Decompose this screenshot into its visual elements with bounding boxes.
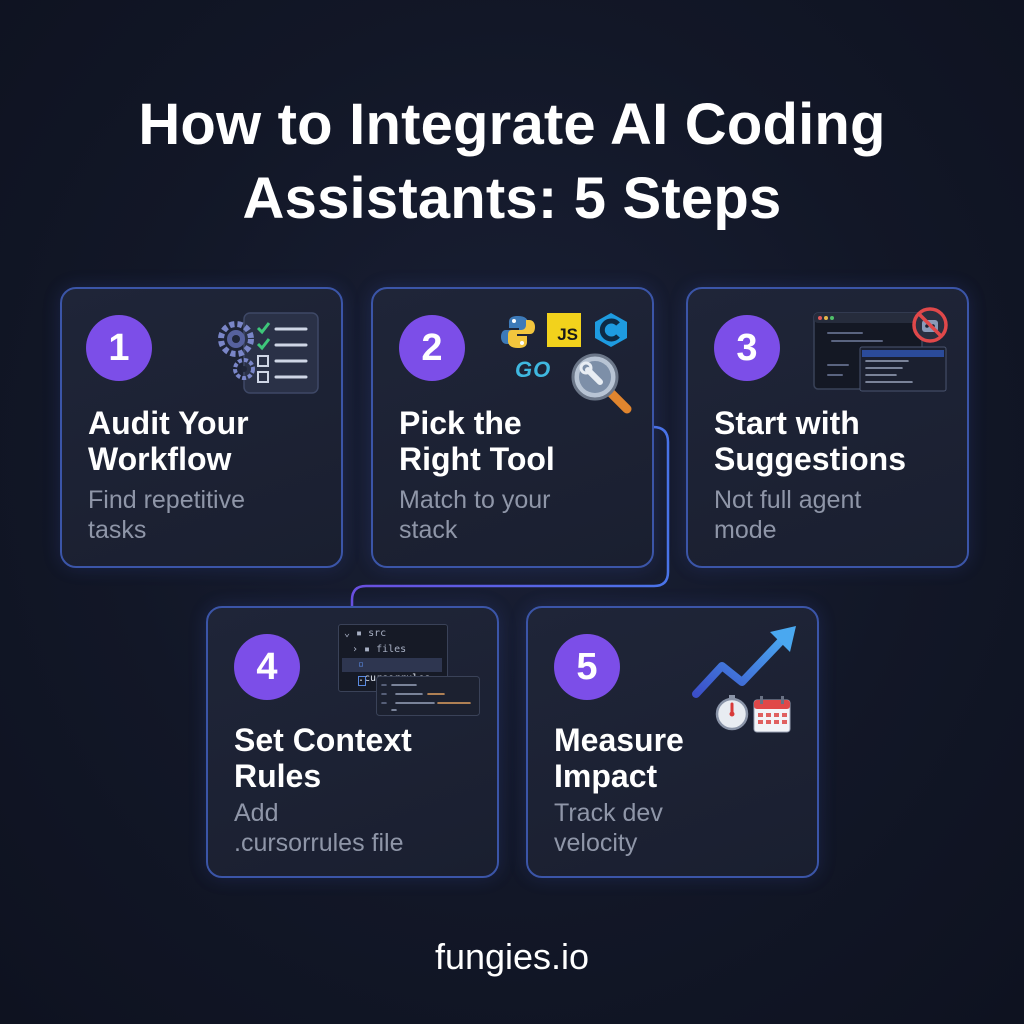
step-card-3: 3 Start with Suggestions Not full age	[686, 287, 969, 568]
step-card-1: 1 Audit Your Workflow Find repetitive ta…	[60, 287, 343, 568]
step-number-badge: 1	[86, 315, 152, 381]
gears-checklist-icon	[218, 312, 319, 394]
magnifier-wrench-icon	[571, 353, 632, 414]
step-number-badge: 3	[714, 315, 780, 381]
step-card-5: 5 Measure Impact Track dev	[526, 606, 819, 878]
step-card-4: 4 ⌄ ▪ src › ▪ files ▫ .cursorrules	[206, 606, 499, 878]
step-description: Match to your stack	[399, 486, 551, 544]
c-language-logo-icon	[595, 313, 627, 347]
code-editor-no-robot-icon	[813, 307, 948, 392]
step-description: Track dev velocity	[554, 799, 663, 857]
file-icon	[358, 676, 366, 686]
tree-file-selected: ▫ .cursorrules	[342, 658, 442, 684]
javascript-logo-icon: JS	[547, 313, 581, 347]
step-description: Not full agent mode	[714, 486, 862, 544]
go-logo-icon: GO	[515, 357, 552, 382]
python-logo-icon	[501, 316, 535, 348]
file-tree-icon: ⌄ ▪ src › ▪ files ▫ .cursorrules	[338, 624, 480, 716]
calendar-icon	[753, 696, 791, 733]
page-title: How to Integrate AI Coding Assistants: 5…	[0, 88, 1024, 236]
step-title: Pick the Right Tool	[399, 405, 555, 477]
tree-subfolder: › ▪ files	[352, 644, 407, 655]
step-number-badge: 4	[234, 634, 300, 700]
trend-stopwatch-calendar-icon	[692, 626, 796, 733]
step-number-badge: 5	[554, 634, 620, 700]
step-number-badge: 2	[399, 315, 465, 381]
page-title-line-2: Assistants: 5 Steps	[242, 166, 782, 231]
step-title: Measure Impact	[554, 722, 684, 794]
tree-root-folder: ⌄ ▪ src	[344, 628, 387, 639]
step-title: Audit Your Workflow	[88, 405, 249, 477]
chevron-right-icon: › ▪	[352, 644, 377, 655]
file-icon: ▫	[358, 659, 365, 670]
chevron-down-icon: ⌄ ▪	[344, 628, 369, 639]
code-snippet-panel	[376, 676, 480, 716]
step-title: Set Context Rules	[234, 722, 412, 794]
step-description: Find repetitive tasks	[88, 486, 246, 544]
step-card-2: 2 JS GO Pick the Right Tool Match to you…	[371, 287, 654, 568]
step-title: Start with Suggestions	[714, 405, 907, 477]
language-logos-magnifier-icon: JS GO	[499, 309, 639, 419]
page-title-line-1: How to Integrate AI Coding	[138, 92, 886, 157]
footer-brand: fungies.io	[434, 936, 590, 977]
step-description: Add .cursorrules file	[234, 799, 404, 857]
